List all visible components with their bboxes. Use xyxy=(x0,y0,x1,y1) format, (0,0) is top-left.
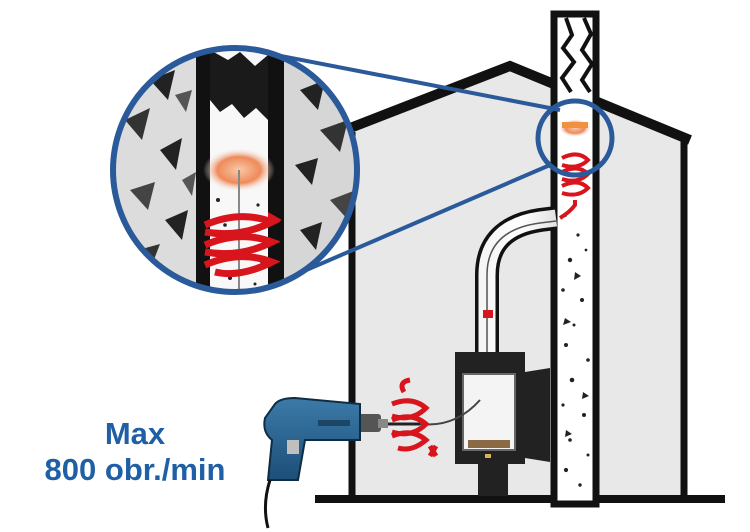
chimney-brush-spiral xyxy=(558,152,591,220)
chimney-zoom-marker xyxy=(535,98,615,178)
left-wall-debris xyxy=(113,48,200,292)
drill-spiral xyxy=(391,377,439,458)
house-wall xyxy=(352,70,685,500)
roof-outline xyxy=(343,60,692,145)
callout-line-top xyxy=(244,47,561,112)
floor-line xyxy=(315,495,725,503)
max-speed-label: Max 800 obr./min xyxy=(20,416,250,488)
chimney xyxy=(550,10,600,508)
house xyxy=(315,60,725,503)
speed-label-line2: 800 obr./min xyxy=(44,452,226,487)
flue-pipe xyxy=(475,206,558,360)
speed-label-line1: Max xyxy=(104,416,166,451)
power-drill xyxy=(263,396,420,529)
